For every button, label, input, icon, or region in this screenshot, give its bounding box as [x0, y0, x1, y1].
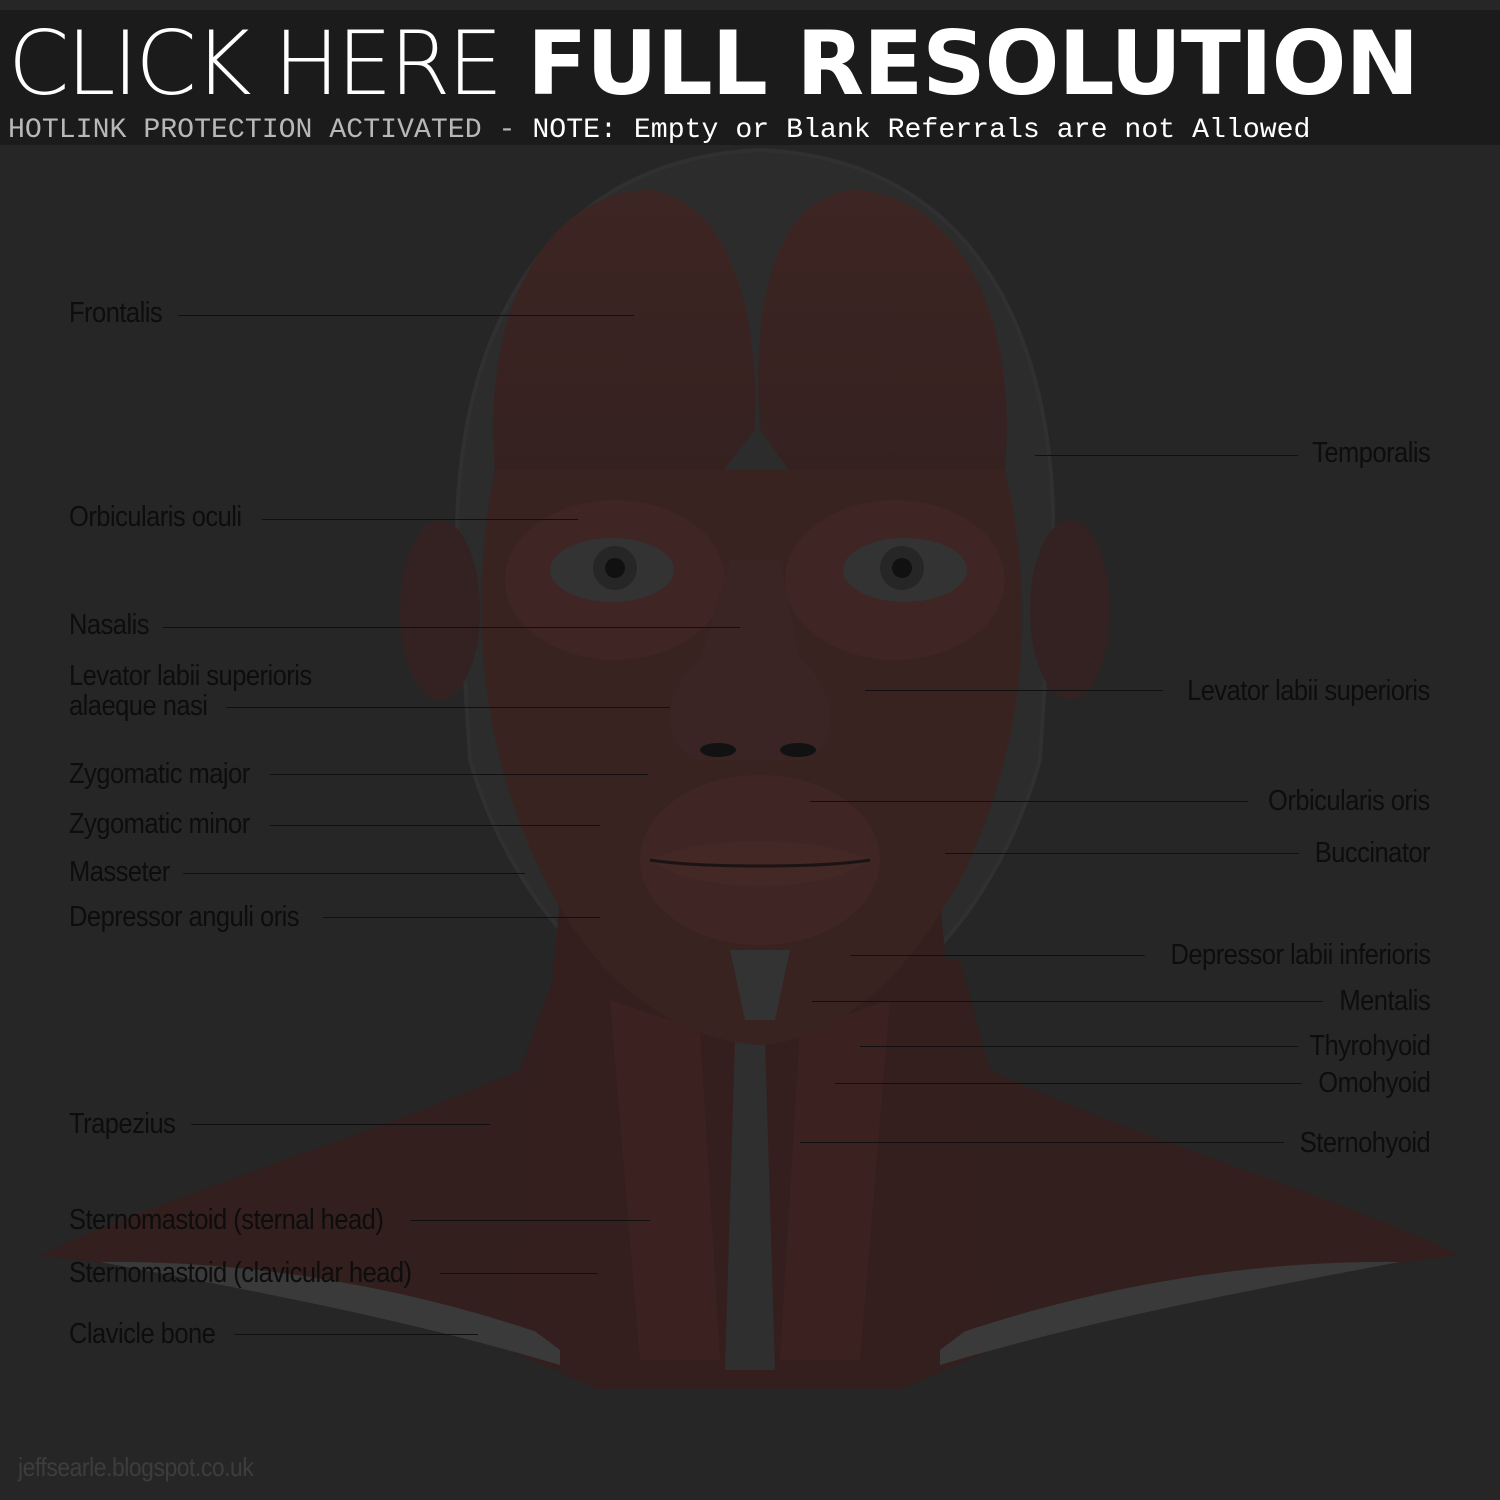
label-masseter: Masseter — [69, 856, 170, 888]
label-orbicularis-oris: Orbicularis oris — [1268, 785, 1430, 817]
leader-clavicle-bone — [234, 1334, 478, 1335]
leader-sternomastoid-sternal — [410, 1220, 650, 1221]
label-nasalis: Nasalis — [69, 609, 150, 641]
leader-zygomatic-major — [270, 774, 648, 775]
clavicle-left — [100, 1261, 560, 1365]
ear-left — [400, 520, 480, 700]
label-trapezius: Trapezius — [69, 1108, 176, 1140]
label-clavicle-bone: Clavicle bone — [69, 1318, 216, 1350]
frontalis-right — [758, 190, 1007, 500]
hotlink-notice: HOTLINK PROTECTION ACTIVATED - — [8, 115, 533, 146]
lips — [650, 841, 870, 887]
label-sternomastoid-clavicular: Sternomastoid (clavicular head) — [69, 1257, 412, 1289]
label-sternohyoid: Sternohyoid — [1299, 1127, 1431, 1159]
label-levator-labii-alaeque-line2: alaeque nasi — [69, 690, 208, 722]
chin — [730, 950, 790, 1020]
sternomastoid-right — [780, 1000, 890, 1360]
leader-depressor-anguli-oris — [323, 917, 600, 918]
label-temporalis: Temporalis — [1311, 437, 1431, 469]
frontalis-left — [493, 190, 756, 500]
leader-levator-labii-superioris — [865, 690, 1163, 691]
label-levator-labii-alaeque-line1: Levator labii superioris — [69, 660, 312, 692]
leader-depressor-labii-inferioris — [850, 955, 1145, 956]
leader-masseter — [183, 873, 525, 874]
leader-mentalis — [812, 1001, 1323, 1002]
label-thyrohyoid: Thyrohyoid — [1309, 1030, 1431, 1062]
label-buccinator: Buccinator — [1314, 837, 1431, 869]
label-zygomatic-major: Zygomatic major — [69, 758, 250, 790]
label-depressor-labii-inferioris: Depressor labii inferioris — [1169, 939, 1431, 971]
leader-zygomatic-minor — [270, 825, 600, 826]
label-orbicularis-oculi: Orbicularis oculi — [69, 501, 242, 533]
label-sternomastoid-sternal: Sternomastoid (sternal head) — [69, 1204, 384, 1236]
label-omohyoid: Omohyoid — [1317, 1067, 1431, 1099]
clavicle-right — [940, 1261, 1400, 1365]
leader-thyrohyoid — [860, 1046, 1298, 1047]
leader-sternomastoid-clavicular — [440, 1273, 598, 1274]
leader-nasalis — [163, 627, 740, 628]
leader-buccinator — [945, 853, 1299, 854]
banner-subtitle: HOTLINK PROTECTION ACTIVATED - NOTE: Emp… — [8, 116, 1310, 146]
leader-orbicularis-oculi — [262, 519, 578, 520]
label-frontalis: Frontalis — [69, 297, 163, 329]
label-mentalis: Mentalis — [1339, 985, 1430, 1017]
leader-frontalis — [178, 315, 634, 316]
label-levator-labii-superioris: Levator labii superioris — [1187, 675, 1430, 707]
leader-sternohyoid — [800, 1142, 1284, 1143]
hotlink-banner[interactable]: CLICK HERE FULL RESOLUTION HOTLINK PROTE… — [0, 10, 1500, 146]
leader-trapezius — [191, 1124, 490, 1125]
banner-headline[interactable]: CLICK HERE FULL RESOLUTION — [8, 16, 1419, 112]
click-here-text[interactable]: CLICK HERE — [8, 12, 503, 115]
watermark: jeffsearle.blogspot.co.uk — [18, 1452, 254, 1482]
nose — [670, 560, 830, 760]
ear-right — [1030, 520, 1110, 700]
label-depressor-anguli-oris: Depressor anguli oris — [69, 901, 300, 933]
leader-orbicularis-oris — [810, 801, 1248, 802]
leader-temporalis — [1035, 455, 1298, 456]
trachea — [725, 1040, 775, 1370]
leader-levator-labii-alaeque — [226, 707, 670, 708]
full-resolution-text[interactable]: FULL RESOLUTION — [527, 12, 1419, 115]
label-zygomatic-minor: Zygomatic minor — [69, 808, 250, 840]
referral-note: NOTE: Empty or Blank Referrals are not A… — [532, 115, 1311, 146]
leader-omohyoid — [835, 1083, 1302, 1084]
sternomastoid-left — [610, 1000, 720, 1360]
